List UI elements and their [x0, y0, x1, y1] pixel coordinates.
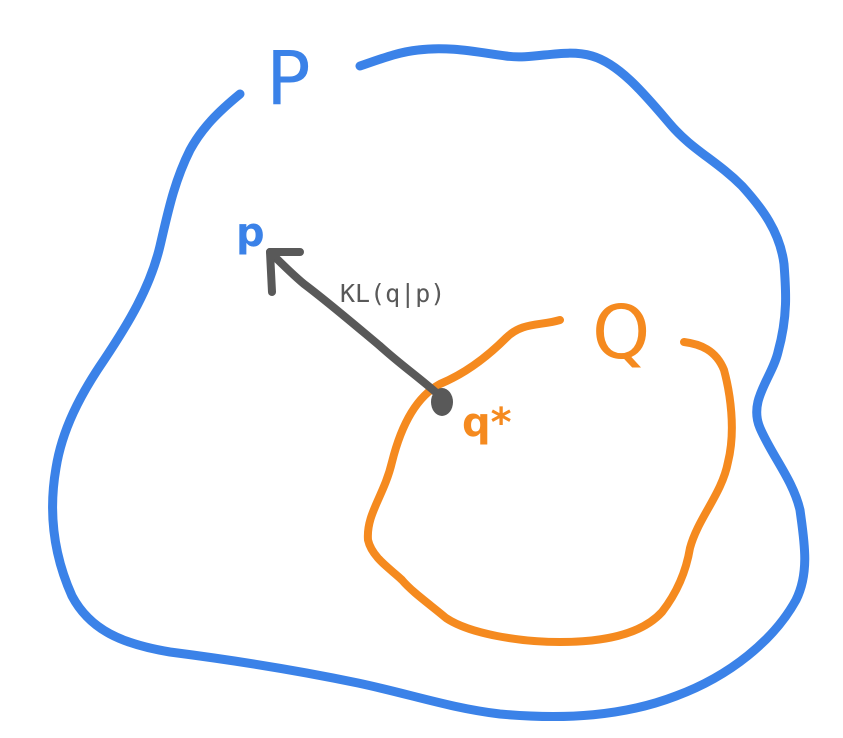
- point-q-star-marker: [431, 388, 453, 416]
- set-q-label: Q: [592, 290, 650, 376]
- kl-arrow-head: [266, 248, 304, 296]
- set-p-outline: [48, 44, 810, 722]
- set-q-outline: [363, 316, 736, 646]
- kl-arrow-shaft: [266, 248, 444, 400]
- set-p-label: P: [266, 36, 311, 122]
- kl-divergence-label: KL(q|p): [340, 279, 445, 308]
- point-q-star-label: q*: [462, 400, 512, 446]
- point-p-label: p: [236, 210, 265, 256]
